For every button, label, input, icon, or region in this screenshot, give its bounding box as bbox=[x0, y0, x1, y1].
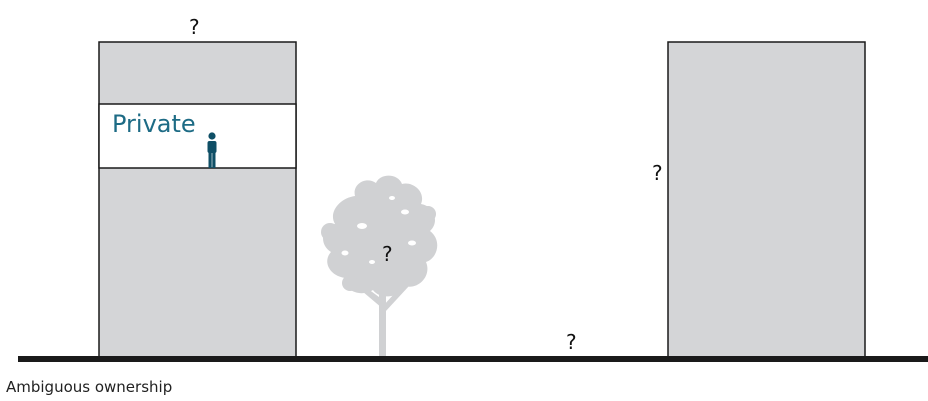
question-mark-facade: ? bbox=[652, 161, 663, 185]
question-mark-ground: ? bbox=[566, 330, 577, 354]
tree-icon bbox=[321, 175, 438, 358]
private-label: Private bbox=[112, 110, 196, 138]
private-floor bbox=[98, 103, 297, 169]
caption: Ambiguous ownership bbox=[6, 378, 173, 396]
person-icon bbox=[207, 132, 217, 168]
right-building bbox=[667, 41, 866, 359]
left-building-body bbox=[98, 41, 297, 359]
tree-canopy-gaps bbox=[341, 196, 416, 264]
question-mark-roof: ? bbox=[189, 15, 200, 39]
question-mark-tree: ? bbox=[382, 242, 393, 266]
left-building bbox=[98, 41, 297, 359]
ground-line bbox=[18, 356, 928, 362]
